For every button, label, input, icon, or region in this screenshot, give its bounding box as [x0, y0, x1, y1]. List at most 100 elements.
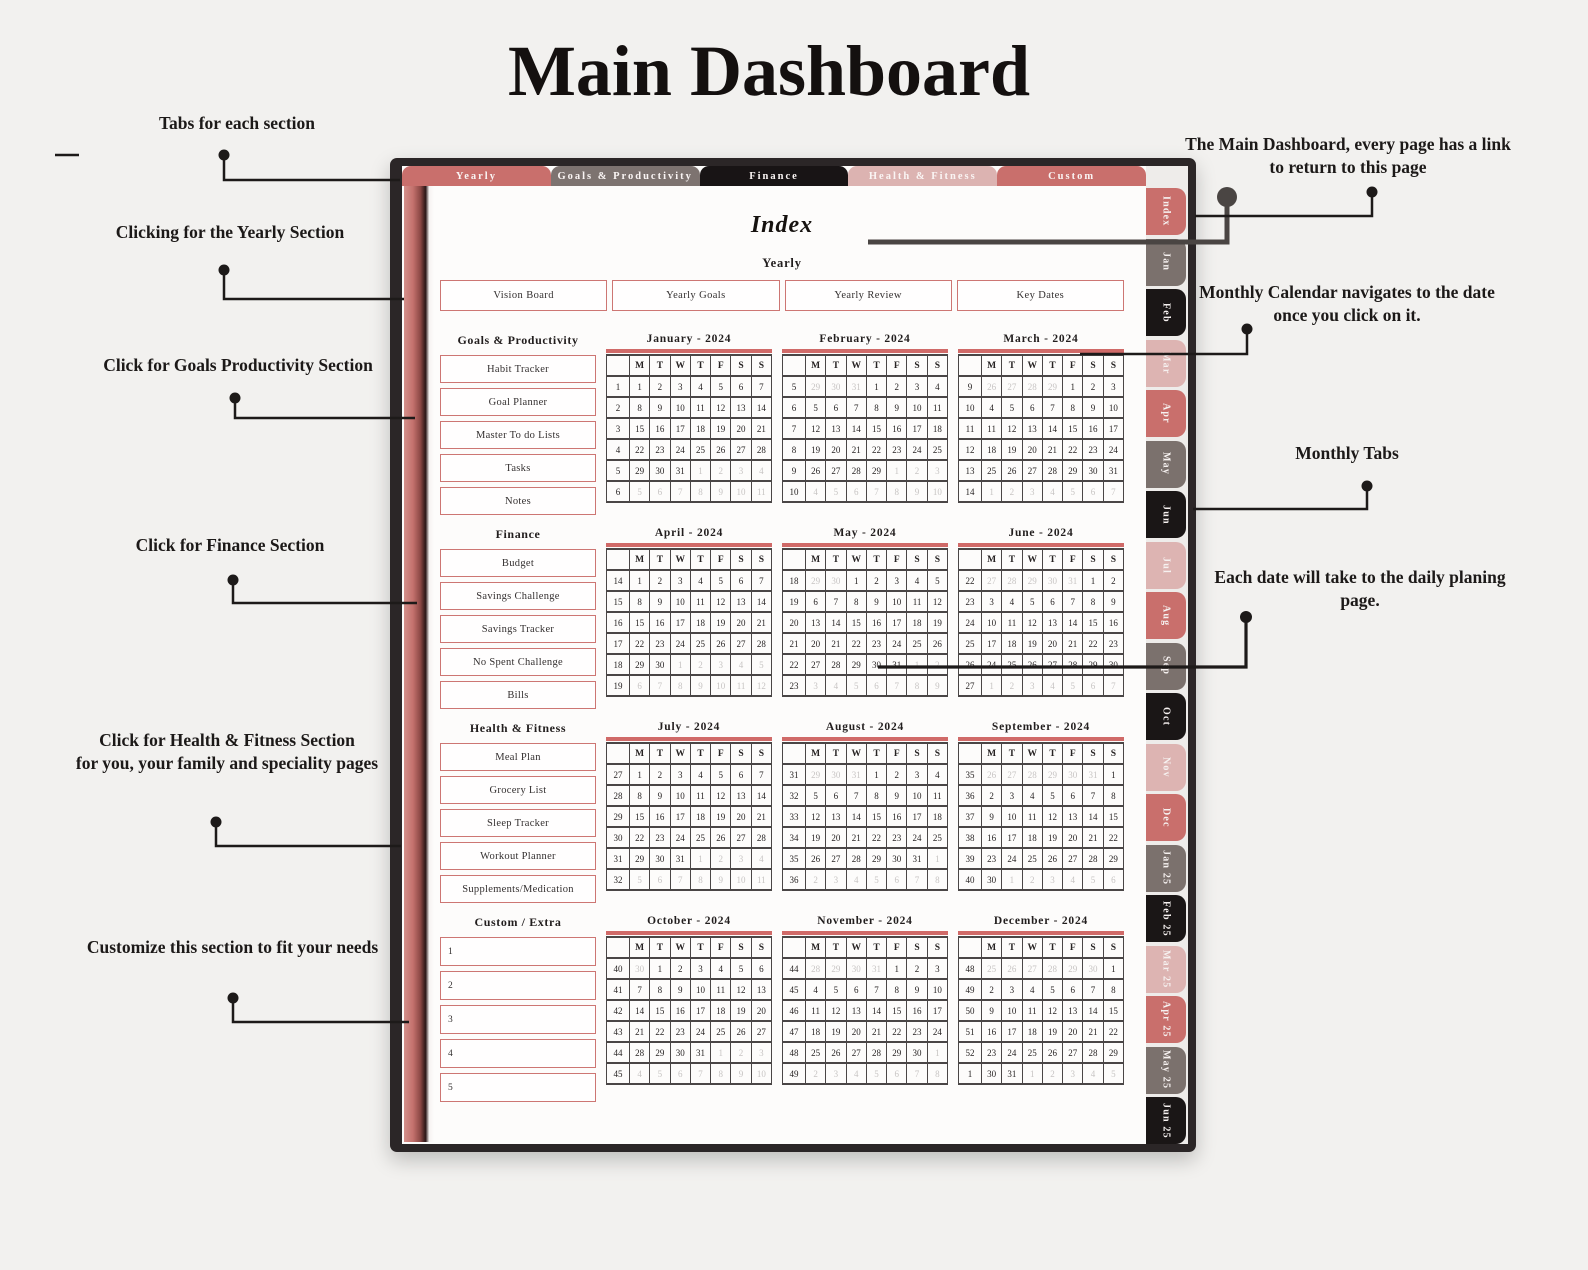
sidetab-sep[interactable]: Sep: [1146, 642, 1186, 690]
calendar-day-cell[interactable]: 15: [865, 417, 888, 440]
calendar-day-cell[interactable]: 29: [628, 653, 651, 676]
calendar-day-cell[interactable]: 29: [804, 569, 827, 592]
calendar-day-cell[interactable]: 26: [804, 847, 827, 870]
calendar-day-cell[interactable]: 29: [649, 1041, 671, 1064]
calendar-day-cell[interactable]: 6: [649, 868, 671, 891]
calendar-day-cell[interactable]: 18: [926, 417, 949, 440]
calendar-day-cell[interactable]: 28: [1001, 569, 1023, 592]
calendar-day-cell[interactable]: 31: [886, 653, 908, 676]
calendar-day-cell[interactable]: 5: [825, 480, 847, 503]
calendar-day-cell[interactable]: 22: [628, 632, 651, 655]
calendar-day-cell[interactable]: 2: [1102, 569, 1125, 592]
calendar-day-cell[interactable]: 2: [1001, 480, 1023, 503]
calendar-day-cell[interactable]: 1: [1102, 957, 1125, 980]
calendar-day-cell[interactable]: 29: [1102, 847, 1125, 870]
calendar-day-cell[interactable]: 1: [926, 1041, 949, 1064]
calendar-day-cell[interactable]: 30: [649, 847, 671, 870]
calendar-day-cell[interactable]: 12: [710, 590, 732, 613]
calendar-day-cell[interactable]: 8: [689, 480, 712, 503]
calendar-day-cell[interactable]: 7: [906, 868, 928, 891]
calendar-day-cell[interactable]: 7: [689, 1062, 712, 1085]
index-link-budget[interactable]: Budget: [440, 549, 596, 577]
calendar-day-cell[interactable]: 23: [649, 632, 671, 655]
calendar-day-cell[interactable]: 27: [825, 847, 847, 870]
calendar-day-cell[interactable]: 2: [1041, 1062, 1064, 1085]
calendar-day-cell[interactable]: 30: [1082, 459, 1104, 482]
calendar-day-cell[interactable]: 5: [1082, 868, 1104, 891]
sidetab-jun[interactable]: Jun: [1146, 491, 1186, 538]
calendar-day-cell[interactable]: 17: [926, 999, 949, 1022]
calendar-day-cell[interactable]: 23: [980, 1041, 1003, 1064]
calendar-day-cell[interactable]: 11: [926, 396, 949, 419]
calendar-day-cell[interactable]: 14: [628, 999, 651, 1022]
calendar-day-cell[interactable]: 4: [750, 459, 773, 482]
index-link-habit-tracker[interactable]: Habit Tracker: [440, 355, 596, 383]
calendar-day-cell[interactable]: 26: [825, 1041, 847, 1064]
calendar-day-cell[interactable]: 26: [1021, 653, 1043, 676]
calendar-day-cell[interactable]: 2: [886, 375, 908, 398]
calendar-day-cell[interactable]: 7: [845, 784, 867, 807]
calendar-day-cell[interactable]: 2: [669, 957, 691, 980]
calendar-day-cell[interactable]: 3: [1021, 480, 1043, 503]
calendar-day-cell[interactable]: 10: [669, 784, 691, 807]
calendar-day-cell[interactable]: 14: [1082, 999, 1104, 1022]
calendar-day-cell[interactable]: 11: [689, 590, 712, 613]
calendar-day-cell[interactable]: 16: [649, 417, 671, 440]
calendar-day-cell[interactable]: 24: [1001, 847, 1023, 870]
calendar-day-cell[interactable]: 21: [1062, 632, 1084, 655]
calendar-day-cell[interactable]: 30: [980, 1062, 1003, 1085]
calendar-day-cell[interactable]: 31: [1001, 1062, 1023, 1085]
calendar-day-cell[interactable]: 14: [750, 784, 773, 807]
calendar-day-cell[interactable]: 7: [865, 480, 888, 503]
calendar-day-cell[interactable]: 8: [1062, 396, 1084, 419]
calendar-day-cell[interactable]: 8: [689, 868, 712, 891]
calendar-day-cell[interactable]: 12: [926, 590, 949, 613]
calendar-day-cell[interactable]: 24: [669, 632, 691, 655]
calendar-day-cell[interactable]: 17: [906, 805, 928, 828]
calendar-day-cell[interactable]: 19: [1021, 632, 1043, 655]
calendar-day-cell[interactable]: 6: [825, 784, 847, 807]
calendar-day-cell[interactable]: 27: [1021, 459, 1043, 482]
calendar-day-cell[interactable]: 25: [1021, 847, 1043, 870]
calendar-day-cell[interactable]: 20: [730, 417, 752, 440]
calendar-day-cell[interactable]: 28: [1021, 375, 1043, 398]
calendar-day-cell[interactable]: 30: [825, 763, 847, 786]
calendar-day-cell[interactable]: 20: [825, 826, 847, 849]
index-link-savings-tracker[interactable]: Savings Tracker: [440, 615, 596, 643]
calendar-day-cell[interactable]: 30: [649, 653, 671, 676]
calendar-day-cell[interactable]: 4: [1082, 1062, 1104, 1085]
calendar-day-cell[interactable]: 29: [825, 957, 847, 980]
calendar-day-cell[interactable]: 12: [1001, 417, 1023, 440]
tab-yearly[interactable]: Yearly: [402, 166, 551, 186]
calendar-day-cell[interactable]: 19: [710, 611, 732, 634]
calendar-day-cell[interactable]: 2: [689, 653, 712, 676]
calendar-day-cell[interactable]: 6: [730, 569, 752, 592]
calendar-day-cell[interactable]: 29: [1062, 957, 1084, 980]
calendar-day-cell[interactable]: 9: [926, 674, 949, 697]
sidetab-mar[interactable]: Mar: [1146, 339, 1186, 387]
calendar-day-cell[interactable]: 31: [845, 375, 867, 398]
calendar-day-cell[interactable]: 27: [730, 438, 752, 461]
calendar-day-cell[interactable]: 13: [730, 396, 752, 419]
calendar-day-cell[interactable]: 7: [886, 674, 908, 697]
calendar-day-cell[interactable]: 5: [628, 868, 651, 891]
calendar-day-cell[interactable]: 8: [926, 1062, 949, 1085]
calendar-day-cell[interactable]: 12: [1021, 611, 1043, 634]
calendar-day-cell[interactable]: 17: [906, 417, 928, 440]
calendar-day-cell[interactable]: 9: [886, 396, 908, 419]
calendar-day-cell[interactable]: 2: [926, 653, 949, 676]
calendar-day-cell[interactable]: 22: [628, 826, 651, 849]
calendar-day-cell[interactable]: 20: [825, 438, 847, 461]
calendar-day-cell[interactable]: 3: [1102, 375, 1125, 398]
calendar-day-cell[interactable]: 11: [1001, 611, 1023, 634]
sidetab-oct[interactable]: Oct: [1146, 693, 1186, 740]
calendar-day-cell[interactable]: 17: [886, 611, 908, 634]
calendar-day-cell[interactable]: 30: [980, 868, 1003, 891]
calendar-day-cell[interactable]: 9: [906, 480, 928, 503]
calendar-day-cell[interactable]: 5: [1021, 590, 1043, 613]
calendar-day-cell[interactable]: 30: [628, 957, 651, 980]
calendar-day-cell[interactable]: 1: [628, 375, 651, 398]
calendar-day-cell[interactable]: 27: [1062, 847, 1084, 870]
calendar-day-cell[interactable]: 21: [825, 632, 847, 655]
calendar-day-cell[interactable]: 12: [730, 978, 752, 1001]
